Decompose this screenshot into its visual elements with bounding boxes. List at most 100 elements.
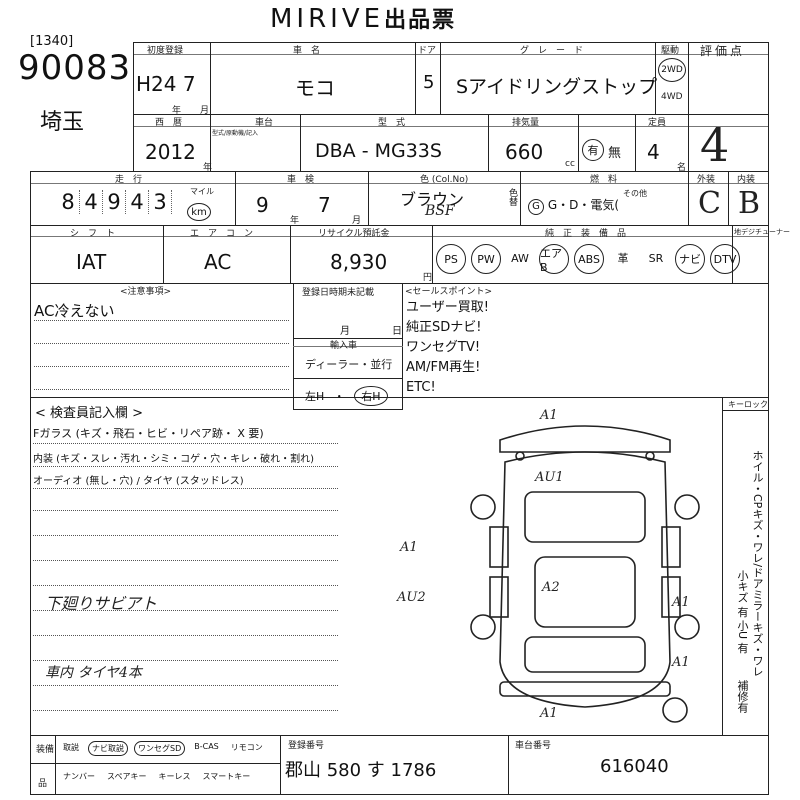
chassis-number-label: 車台番号	[515, 741, 552, 751]
side-note-2: 小キズ 有	[736, 570, 749, 618]
headlight-right	[645, 451, 655, 461]
interior-label: 内装	[737, 175, 756, 185]
shaken-year-mark: 年	[290, 216, 300, 226]
keylock-label: キーロック	[728, 400, 768, 409]
right-hand-drive: 右H	[361, 390, 381, 403]
fuel-options: G G・D・電気(	[528, 196, 619, 215]
shaken-year-value: 9	[256, 193, 269, 217]
doors-label: ドア	[418, 46, 437, 56]
sales-point: ユーザー買取!	[406, 300, 489, 315]
left-hand-drive: 左H	[305, 390, 325, 403]
damage-mark-front: A1	[540, 408, 558, 423]
lot-code: [1340]	[30, 34, 74, 49]
plate-value: 郡山 580 す 1786	[285, 760, 437, 781]
front-bumper	[499, 425, 671, 453]
damage-mark-right-rear: A1	[672, 655, 690, 670]
shift-value: IAT	[76, 250, 107, 274]
car-body-outline	[499, 451, 671, 708]
fuel-other: その他	[623, 189, 647, 198]
fuel-gas-circled: G	[528, 199, 544, 215]
equipment-footer-label-b: 品	[38, 779, 48, 789]
model-label: 型 式	[378, 118, 406, 128]
interior-value: B	[738, 186, 761, 221]
footer-equipment-item: スペアキー	[107, 772, 147, 781]
shaken-month-value: 7	[318, 193, 331, 217]
drive-label: 駆動	[661, 46, 680, 56]
exterior-label: 外装	[697, 175, 716, 185]
inspector-line-2: 内装 (キズ・スレ・汚れ・シミ・コゲ・穴・キレ・破れ・割れ)	[33, 454, 314, 465]
reg-day-mark: 日	[392, 326, 402, 337]
mileage-digit: 3	[149, 190, 172, 214]
footer-equipment-item: スマートキー	[202, 772, 251, 781]
left-front-door	[489, 526, 509, 568]
brand-name: MIRIVE	[270, 4, 385, 34]
model-value: DBA - MG33S	[315, 140, 442, 162]
chassis-number-value: 616040	[600, 756, 669, 777]
sales-point: AM/FM再生!	[406, 360, 481, 375]
inspector-handwriting-1: 下廻りサビアト	[45, 594, 158, 613]
mileage-unit-top: マイル	[190, 187, 214, 196]
cc-unit: cc	[565, 159, 575, 169]
shaken-month-mark: 月	[352, 216, 362, 226]
chassis-label-small: 車台	[255, 118, 274, 128]
year-label: 西 暦	[155, 118, 183, 128]
wheel-rear-right	[674, 614, 700, 640]
sales-label: <セールスポイント>	[405, 287, 493, 297]
turbo-no: 無	[608, 146, 622, 161]
form-header: MIRIVE出品票	[270, 2, 456, 34]
windshield	[524, 491, 646, 543]
equipment-item: 革	[617, 252, 629, 265]
prefecture: 埼玉	[40, 110, 85, 135]
shaken-label: 車 検	[287, 175, 315, 185]
damage-mark-left-fender: A1	[400, 540, 418, 555]
import-label: 輸入車	[330, 341, 358, 351]
sales-point: ワンセグTV!	[406, 340, 481, 355]
lot-number: 90083	[18, 48, 132, 88]
wheel-front-left	[470, 494, 496, 520]
score-label: 評価点	[700, 44, 746, 58]
handle-side: 左H ・ 右H	[305, 386, 388, 406]
roof	[534, 556, 636, 628]
equipment-item: AW	[511, 251, 529, 265]
year-mark: 年	[172, 106, 182, 116]
caution-text: AC冷えない	[34, 302, 115, 320]
mileage-unit-circled: km	[187, 203, 211, 221]
recycle-label: リサイクル預託金	[318, 229, 390, 239]
hand-separator: ・	[333, 390, 345, 403]
exterior-value: C	[698, 186, 721, 221]
inspector-label: < 検査員記入欄 >	[35, 406, 144, 421]
recycle-unit: 円	[423, 273, 433, 283]
damage-mark-hood: AU1	[535, 470, 564, 485]
footer-equipment-item: ナビ取説	[88, 741, 128, 756]
form-title: 出品票	[384, 8, 457, 33]
equipment-footer-label-a: 装備	[36, 745, 55, 755]
car-name-value: モコ	[295, 76, 335, 100]
displacement-label: 排気量	[512, 118, 540, 128]
inspector-handwriting-2: 車内 タイヤ4本	[45, 665, 142, 681]
footer-equipment-item: B-CAS	[194, 742, 219, 751]
equipment-item: ABS	[574, 244, 604, 274]
ac-label: エ ア コ ン	[190, 229, 254, 239]
footer-items-bottom: ナンバー スペアキー キーレス スマートキー	[60, 770, 253, 783]
footer-equipment-item: ワンセグSD	[134, 741, 186, 756]
side-note-3: 小U 有	[736, 620, 749, 654]
footer-equipment-item: ナンバー	[63, 772, 95, 781]
turbo-yes-circled: 有	[582, 139, 604, 161]
turbo-yes: 有	[587, 144, 599, 157]
footer-equipment-item: リモコン	[230, 743, 263, 752]
first-registration-label: 初度登録	[147, 46, 184, 56]
spare-wheel	[662, 697, 688, 723]
inspector-line-3: オーディオ (無し・穴) / タイヤ (スタッドレス)	[33, 476, 244, 487]
footer-equipment-item: キーレス	[158, 772, 191, 781]
drive-2wd: 2WD	[661, 65, 683, 75]
equipment-item: PW	[471, 244, 501, 274]
damage-mark-rear: A1	[540, 706, 558, 721]
inspector-line-1: Fガラス (キズ・飛石・ヒビ・リペア跡・ X 要)	[33, 427, 264, 440]
wheel-front-right	[674, 494, 700, 520]
registration-date-label: 登録日時期未記載	[302, 288, 375, 298]
right-front-door	[661, 526, 681, 568]
capacity-unit: 名	[677, 163, 687, 173]
car-name-label: 車 名	[293, 46, 321, 56]
